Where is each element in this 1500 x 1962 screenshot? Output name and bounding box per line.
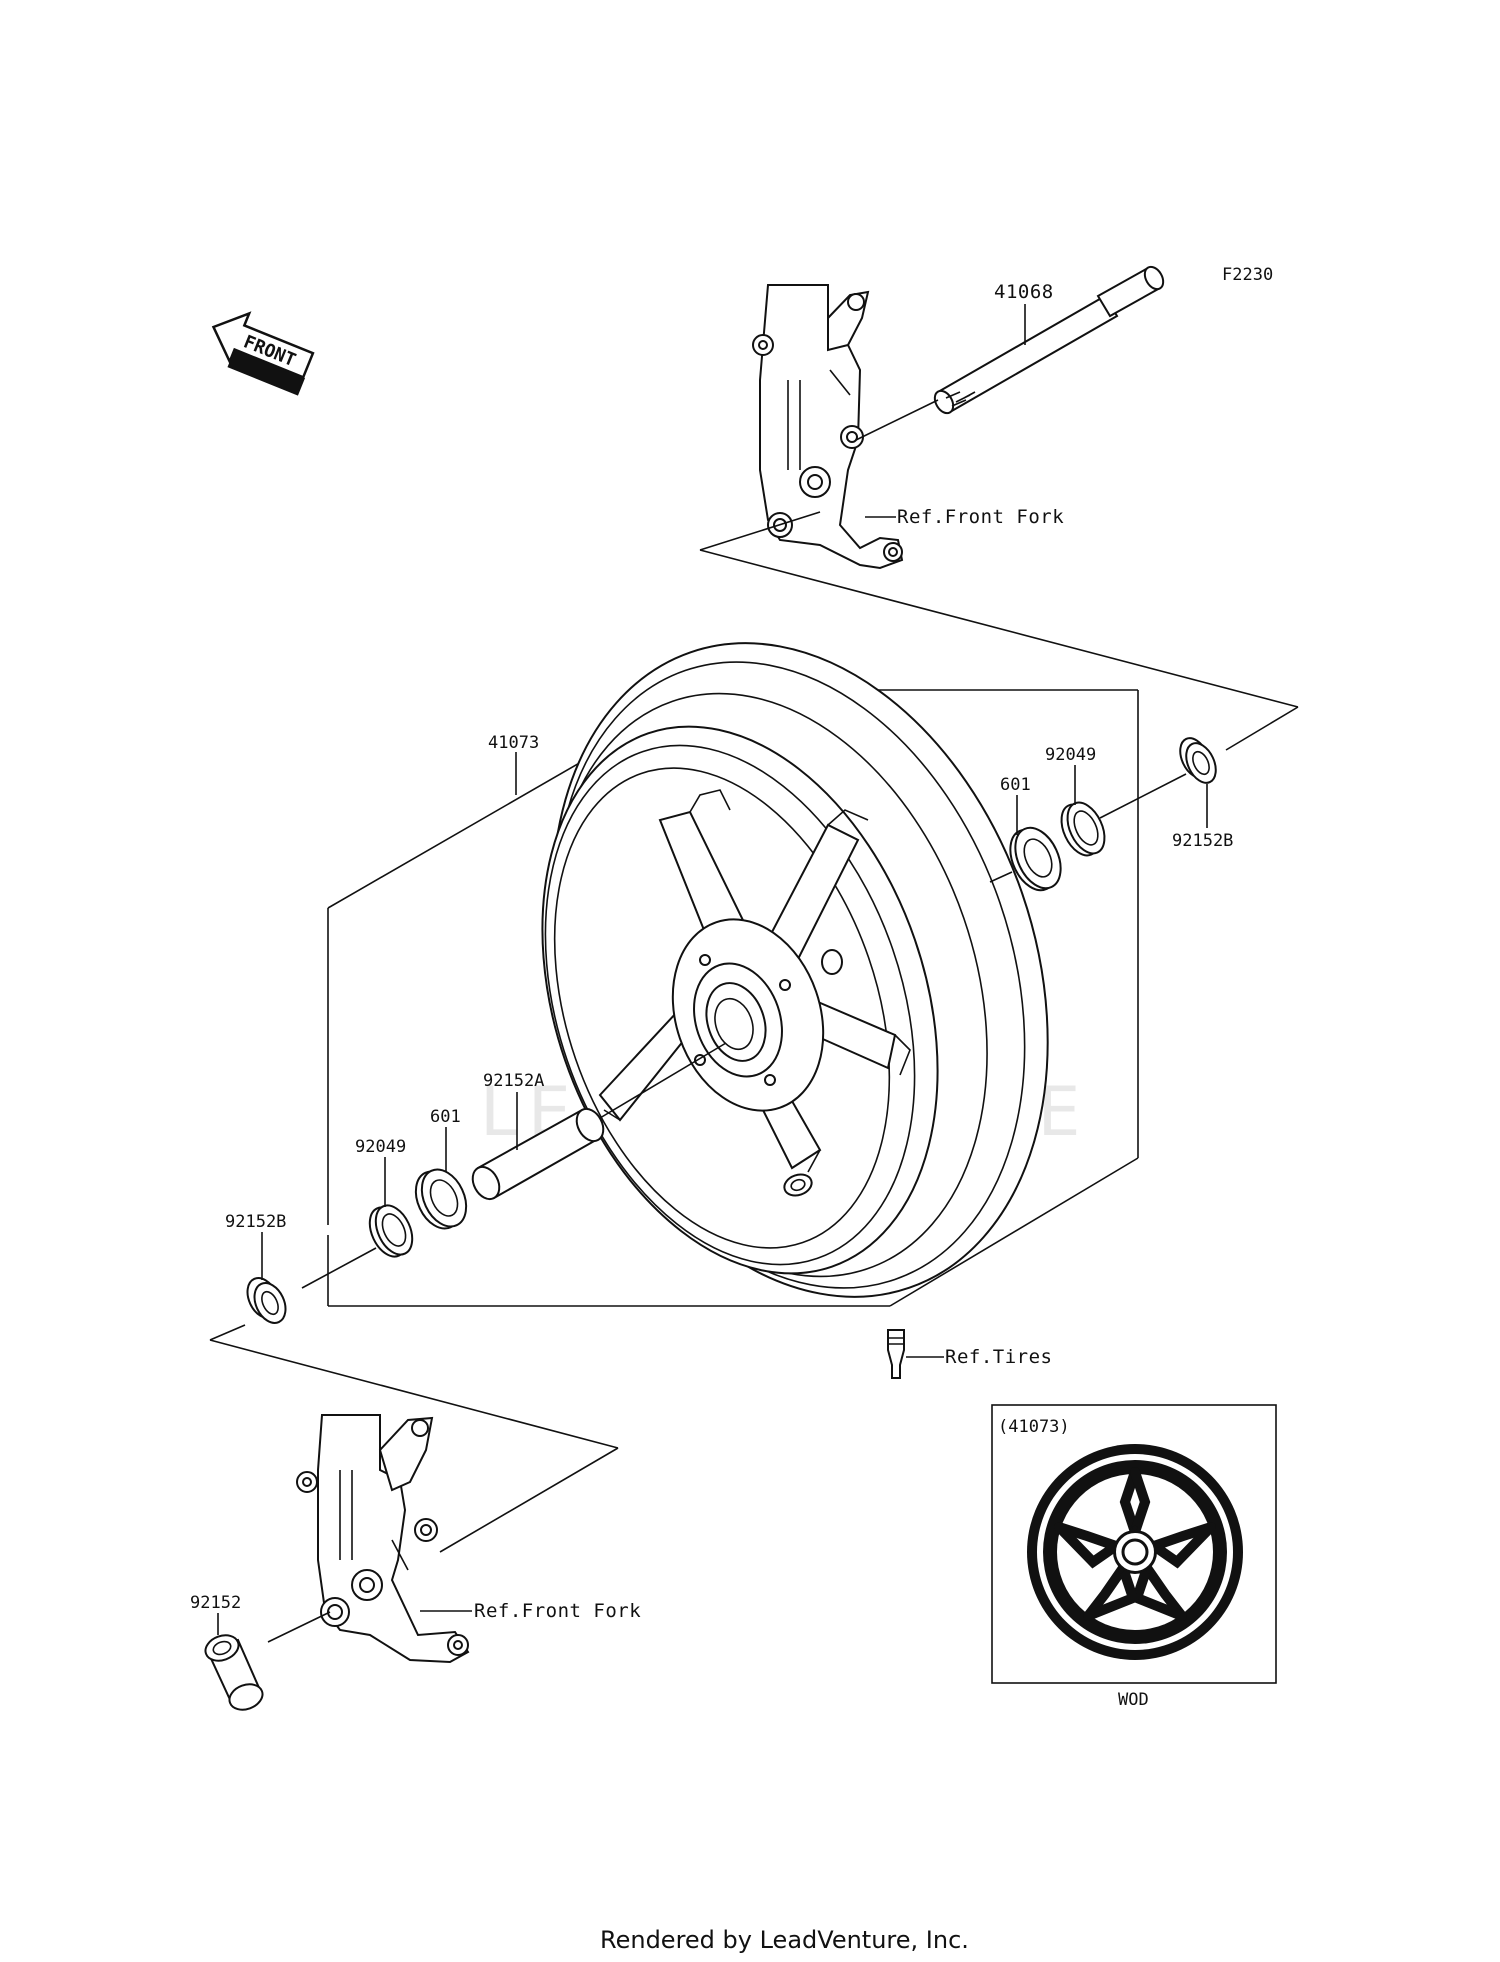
front-arrow-icon: FRONT bbox=[211, 311, 315, 396]
ref-tires: Ref.Tires bbox=[945, 1346, 1052, 1368]
label-bearing-right: 601 bbox=[1000, 775, 1031, 795]
label-axle: 41068 bbox=[994, 281, 1054, 303]
ref-front-fork-lower: Ref.Front Fork bbox=[474, 1600, 641, 1622]
label-collar-left: 92152B bbox=[225, 1212, 286, 1232]
axle-41068 bbox=[933, 265, 1165, 415]
seal-92049-left bbox=[368, 1204, 414, 1258]
bearing-601-left bbox=[414, 1168, 468, 1230]
bearing-601-right bbox=[1009, 826, 1062, 892]
front-wheel-41073 bbox=[541, 642, 1049, 1298]
diagram-code: F2230 bbox=[1222, 265, 1273, 285]
inset-title: (41073) bbox=[998, 1417, 1070, 1437]
collar-92152b-right bbox=[1179, 737, 1217, 784]
lower-fork-leg bbox=[296, 1414, 470, 1664]
inset-box: (41073) bbox=[991, 1404, 1277, 1684]
collar-92152-lower bbox=[204, 1634, 264, 1711]
upper-fork-leg bbox=[752, 284, 904, 570]
footer-credit: Rendered by LeadVenture, Inc. bbox=[600, 1926, 969, 1954]
label-bearing-left: 601 bbox=[430, 1107, 461, 1127]
label-seal-left: 92049 bbox=[355, 1137, 406, 1157]
inset-wheel-icon bbox=[1027, 1444, 1243, 1660]
label-seal-right: 92049 bbox=[1045, 745, 1096, 765]
ref-front-fork-upper: Ref.Front Fork bbox=[897, 506, 1064, 528]
label-wheel: 41073 bbox=[488, 733, 539, 753]
inset-caption: WOD bbox=[1118, 1690, 1149, 1710]
spacer-92152a bbox=[471, 1107, 605, 1201]
seal-92049-right bbox=[1060, 801, 1106, 857]
label-spacer: 92152A bbox=[483, 1071, 544, 1091]
valve-stem-icon bbox=[887, 1329, 905, 1379]
label-collar-lower: 92152 bbox=[190, 1593, 241, 1613]
collar-92152b-left bbox=[246, 1277, 287, 1324]
label-collar-right: 92152B bbox=[1172, 831, 1233, 851]
